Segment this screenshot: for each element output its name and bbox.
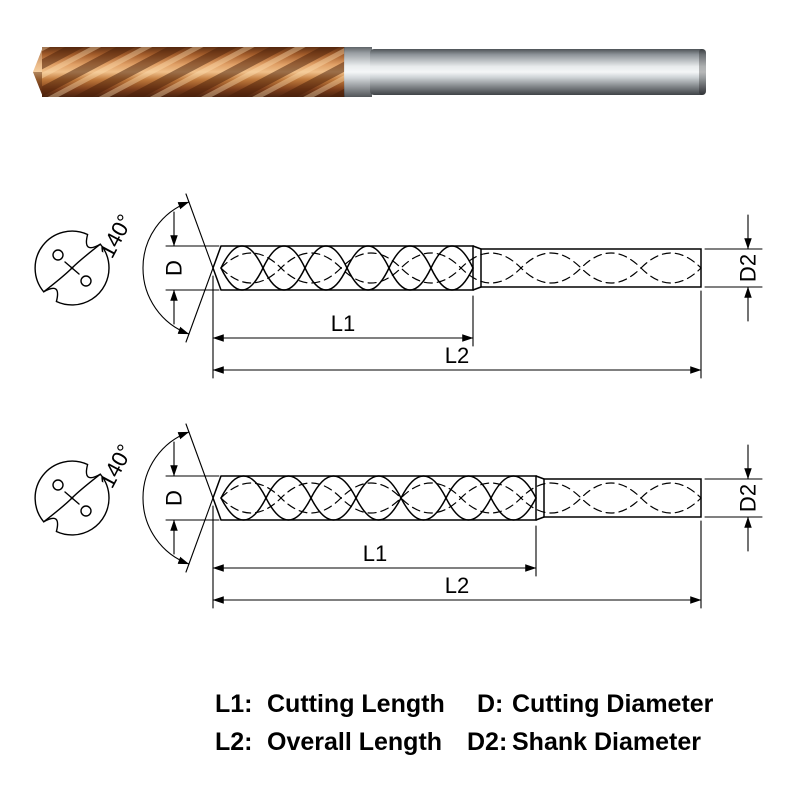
legend-d2-text: Shank Diameter [512, 728, 701, 756]
dim-l1-l2-2 [212, 505, 702, 609]
shank-junction-top [472, 245, 482, 250]
d2-label-1: D2 [736, 254, 761, 282]
dim-d-1 [165, 211, 220, 325]
legend-l1-label: L1: [215, 690, 253, 718]
dim-d-2 [165, 441, 220, 555]
shank-junction-bottom [472, 286, 482, 291]
drill-outline-2 [212, 475, 702, 521]
l1-label-2: L1 [363, 541, 387, 566]
legend-l2-label: L2: [215, 728, 253, 756]
point-angle-line-upper [185, 423, 214, 499]
point-angle-arc [142, 431, 190, 565]
drill-photo-flute-spirals [42, 47, 345, 97]
l1-label-1: L1 [331, 311, 355, 336]
shank-junction-top [535, 475, 545, 480]
legend-l1-text: Cutting Length [267, 690, 445, 718]
l2-label-1: L2 [445, 343, 469, 368]
drill-photo-tip-highlight [33, 47, 43, 72]
legend-d-text: Cutting Diameter [512, 690, 714, 718]
dim-d2-2 [704, 444, 763, 552]
point-angle-line-lower [185, 267, 214, 343]
point-angle-arc [142, 201, 190, 335]
dim-d2-1 [704, 214, 763, 322]
d2-label-2: D2 [736, 484, 761, 512]
point-angle-annotation-2 [142, 423, 214, 573]
l2-label-2: L2 [445, 573, 469, 598]
drill-photo-tip [33, 47, 43, 97]
legend-d-label: D: [477, 690, 503, 718]
drill-photo-shank [370, 49, 706, 95]
drill-outline-1 [212, 245, 702, 291]
flute-helix-b [220, 475, 537, 521]
drill-photo [33, 47, 706, 97]
flute-helix-a [220, 475, 537, 521]
drill-photo-shank-end [699, 49, 706, 95]
point-angle-label-1: 140° [94, 210, 137, 262]
drill-photo-tip-shadow [33, 72, 43, 97]
coolant-holes-2 [220, 482, 702, 514]
point-angle-line-upper [185, 193, 214, 269]
point-angle-label-2: 140° [94, 440, 137, 492]
drill-body-outline [212, 245, 474, 291]
legend-l2-text: Overall Length [267, 728, 442, 756]
legend-d2-label: D2: [467, 728, 507, 756]
coolant-helix-b [220, 482, 702, 514]
point-angle-annotation-1 [142, 193, 214, 343]
point-angle-line-lower [185, 497, 214, 573]
legend: L1: Cutting Length D: Cutting Diameter L… [215, 690, 714, 756]
coolant-helix-b [220, 252, 702, 284]
coolant-holes-1 [220, 252, 702, 284]
dim-l1-l2-1 [212, 275, 702, 379]
shank-outline [480, 248, 702, 288]
flute-helix-b [220, 245, 474, 291]
d-label-1: D [162, 260, 187, 276]
diagram-1: 140° D D2 [34, 193, 763, 379]
shank-junction-bottom [535, 516, 545, 521]
diagram-2: 140° D D2 [34, 423, 763, 609]
drill-photo-flute-runout [344, 47, 372, 97]
d-label-2: D [162, 490, 187, 506]
